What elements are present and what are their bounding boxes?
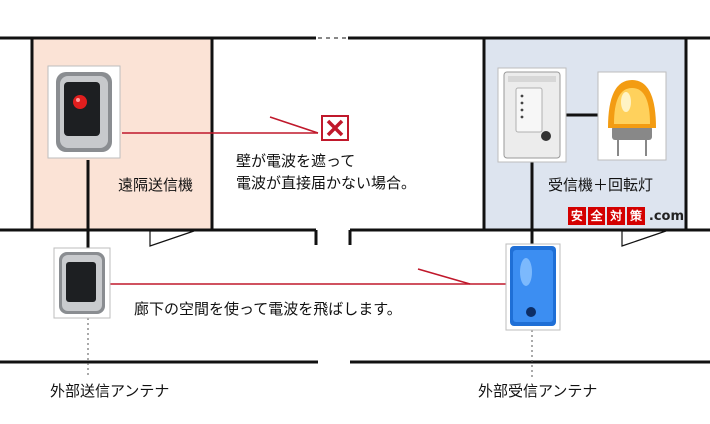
receiver-rotating-light-label: 受信機＋回転灯 bbox=[548, 176, 654, 194]
external-tx-antenna-label: 外部送信アンテナ bbox=[50, 382, 170, 400]
transmitter-device-icon bbox=[47, 65, 121, 159]
x-mark-icon bbox=[321, 115, 349, 141]
signal-lines bbox=[110, 113, 598, 285]
external-rx-antenna-icon bbox=[505, 243, 561, 331]
door-swings bbox=[149, 230, 667, 247]
logo-char-4: 策 bbox=[627, 207, 645, 225]
leader-lines bbox=[87, 318, 533, 378]
logo-char-2: 全 bbox=[587, 207, 606, 225]
logo-suffix: .com bbox=[648, 208, 684, 224]
vertical-walls bbox=[30, 38, 688, 230]
wall-blocks-label-line1: 壁が電波を遮って bbox=[236, 152, 356, 170]
site-logo: 安 全 対 策 .com bbox=[568, 206, 684, 226]
antenna-cables bbox=[86, 160, 534, 248]
external-rx-antenna-label: 外部受信アンテナ bbox=[478, 382, 598, 400]
wall-blocks-label-line2: 電波が直接届かない場合。 bbox=[236, 174, 417, 192]
corridor-space-label: 廊下の空間を使って電波を飛ばします。 bbox=[134, 300, 402, 318]
remote-transmitter-label: 遠隔送信機 bbox=[118, 176, 194, 194]
rotating-light-icon bbox=[597, 71, 667, 161]
logo-char-3: 対 bbox=[607, 207, 626, 225]
external-tx-antenna-icon bbox=[53, 247, 111, 319]
logo-char-1: 安 bbox=[568, 207, 586, 225]
receiver-box-icon bbox=[497, 67, 567, 163]
